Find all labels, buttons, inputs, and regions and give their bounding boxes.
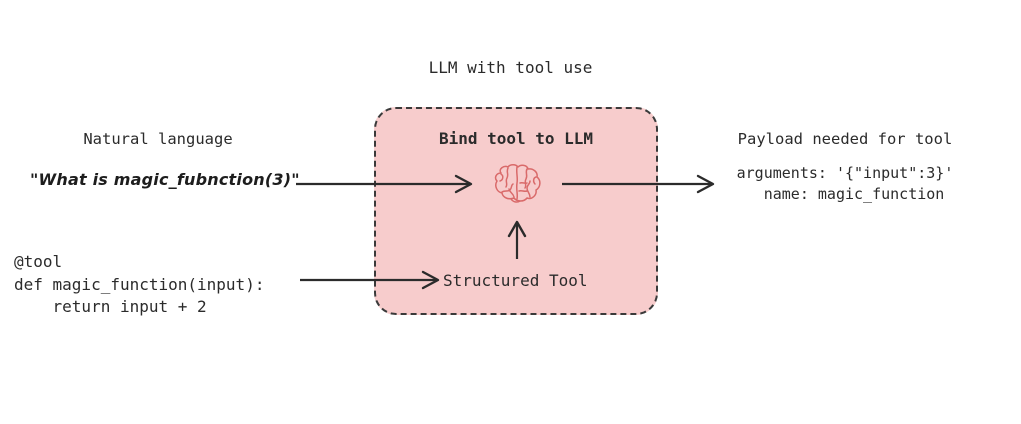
diagram-title: LLM with tool use: [428, 58, 593, 77]
structured-tool-label: Structured Tool: [443, 271, 588, 290]
heading-bind-tool-to-llm: Bind tool to LLM: [438, 129, 594, 148]
brain-icon: [489, 161, 547, 207]
heading-natural-language: Natural language: [83, 130, 233, 148]
payload-text-block: arguments: '{"input":3}' name: magic_fun…: [736, 164, 954, 204]
tool-code-block: @tool def magic_function(input): return …: [14, 252, 265, 317]
heading-payload-needed-for-tool: Payload needed for tool: [737, 130, 953, 148]
user-query-text: "What is magic_fubnction(3)": [30, 170, 300, 189]
